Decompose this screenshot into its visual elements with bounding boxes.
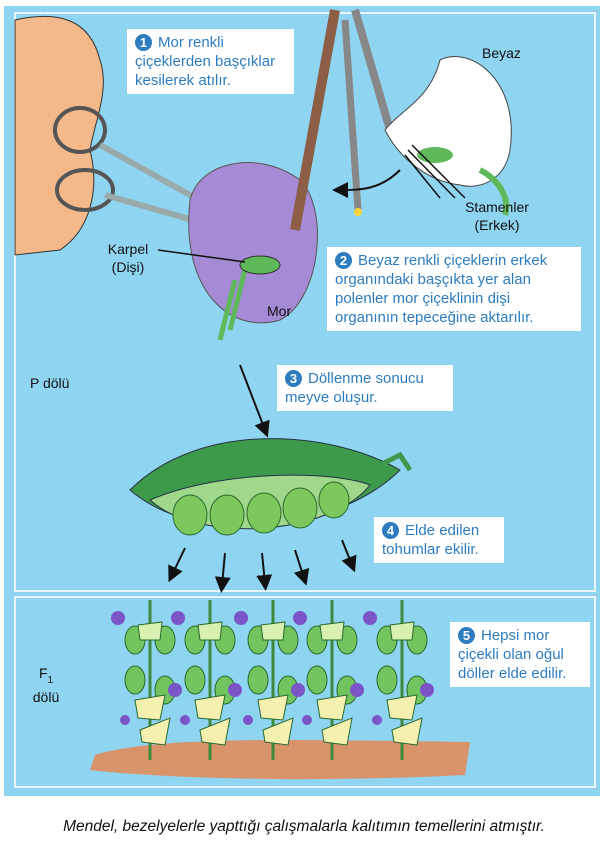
label-f1: F <box>38 665 48 681</box>
step-4-text: Elde edilen tohumlar ekilir. <box>382 522 480 558</box>
pollination-tools <box>290 8 394 231</box>
f1-generation-frame <box>14 596 596 788</box>
purple-flower <box>188 162 318 324</box>
step-3-number: 3 <box>285 370 302 387</box>
step-4-number: 4 <box>382 522 399 539</box>
figure-caption: Mendel, bezelyelerle yapttığı çalışmalar… <box>63 818 545 835</box>
step-5-number: 5 <box>458 627 475 644</box>
label-stamenler: Stamenler (Erkek) <box>452 198 542 234</box>
label-disi-text: (Dişi) <box>111 259 145 275</box>
step-1-text: Mor renkli çiçeklerden başçıklar kesiler… <box>135 34 276 89</box>
pea-plants <box>111 598 436 762</box>
p-generation-frame <box>14 12 596 592</box>
seed-arrows <box>168 539 357 593</box>
step-1-number: 1 <box>135 34 152 51</box>
label-p-dolu: P dölü <box>30 375 70 391</box>
step-3-text: Döllenme sonucu meyve oluşur. <box>285 370 424 406</box>
label-erkek-text: (Erkek) <box>474 217 520 233</box>
label-dolu: dölü <box>32 689 60 705</box>
label-f1-dolu: F1 dölü <box>26 664 66 706</box>
step-2-number: 2 <box>335 252 352 269</box>
label-karpel-text: Karpel <box>107 241 149 257</box>
soil <box>90 739 470 780</box>
hand-illustration <box>14 15 104 256</box>
label-mor: Mor <box>267 303 292 319</box>
label-beyaz: Beyaz <box>482 45 521 61</box>
pea-pod <box>129 438 413 536</box>
label-karpel: Karpel (Dişi) <box>100 240 156 276</box>
step-5-text: Hepsi mor çiçekli olan oğul döller elde … <box>458 627 567 682</box>
white-flower <box>384 56 512 187</box>
step-2-text: Beyaz renkli çiçeklerin erkek organındak… <box>335 252 548 326</box>
label-f1-sub: 1 <box>47 675 54 686</box>
label-stamenler-text: Stamenler <box>465 199 529 215</box>
